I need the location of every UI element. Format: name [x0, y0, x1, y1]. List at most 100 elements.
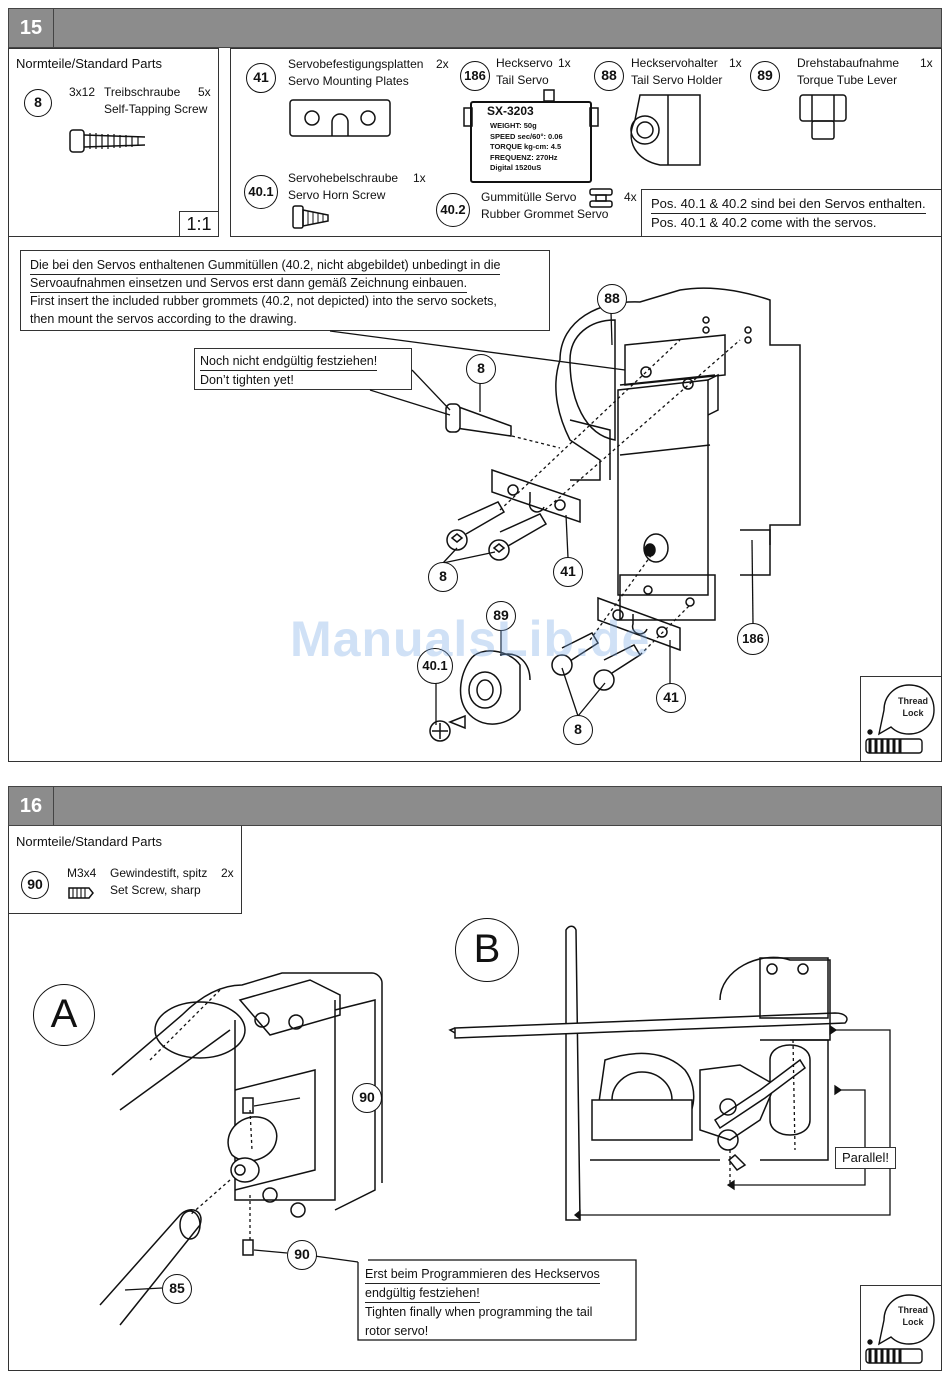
callout-186: 186 — [737, 623, 769, 655]
part-name-en: Set Screw, sharp — [110, 883, 201, 897]
program-note-en-1: Tighten finally when programming the tai… — [365, 1305, 593, 1319]
tighten-note — [194, 348, 412, 390]
servo-spec-list: WEIGHT: 50g SPEED sec/60°: 0.06 TORQUE k… — [490, 121, 563, 174]
scale-label: 1:1 — [179, 211, 219, 237]
program-note-en-2: rotor servo! — [365, 1324, 429, 1338]
set-screw-icon — [68, 887, 94, 899]
part-callout-186: 186 — [460, 61, 490, 91]
part-186-name-de: Heckservo — [496, 56, 553, 70]
tail-servo-holder-icon — [630, 94, 701, 166]
part-name-de: Treibschraube — [104, 85, 181, 99]
part-40-1-name-de: Servohebelschraube — [288, 171, 399, 185]
view-b-assembly — [448, 925, 848, 1221]
callout-40-1: 40.1 — [417, 648, 453, 684]
standard-parts-title: Normteile/Standard Parts — [16, 834, 162, 849]
servo-mounting-plate-icon — [289, 99, 391, 137]
part-89-name-en: Torque Tube Lever — [797, 73, 898, 87]
step-15-header: 15 — [8, 8, 942, 48]
parallel-label: Parallel! — [835, 1147, 896, 1169]
servo-spec: SPEED sec/60°: 0.06 — [490, 131, 563, 141]
screw-8 — [445, 403, 512, 437]
part-41-name-en: Servo Mounting Plates — [288, 74, 409, 88]
program-note-de-2: endgültig festziehen! — [365, 1284, 480, 1303]
screw-8 — [446, 501, 506, 551]
callout-8: 8 — [563, 715, 593, 745]
part-89-name-de: Drehstabaufnahme — [797, 56, 900, 70]
step-16-header: 16 — [8, 786, 942, 826]
part-40-1-qty: 1x — [413, 171, 426, 185]
thread-lock-label: Thread Lock — [897, 1305, 928, 1327]
servo-horn-screw-icon — [292, 205, 329, 229]
screw-8 — [551, 632, 600, 676]
part-186-qty: 1x — [558, 56, 571, 70]
callout-88: 88 — [597, 284, 627, 314]
part-41-qty: 2x — [436, 57, 449, 71]
part-callout-8: 8 — [24, 89, 52, 117]
tighten-note-en: Don’t tighten yet! — [200, 373, 294, 387]
view-b-label: B — [455, 918, 519, 982]
servo-spec: TORQUE kg-cm: 4.5 — [490, 142, 562, 151]
callout-41: 41 — [656, 683, 686, 713]
servo-spec: WEIGHT: 50g — [490, 121, 537, 130]
tighten-note-de: Noch nicht endgültig festziehen! — [200, 352, 378, 371]
servo-spec: Digital 1520uS — [490, 163, 542, 172]
torque-tube-lever-icon — [799, 94, 847, 140]
callout-85: 85 — [162, 1274, 192, 1304]
part-callout-89: 89 — [750, 61, 780, 91]
callout-89: 89 — [486, 601, 516, 631]
part-name-de: Gewindestift, spitz — [110, 866, 208, 880]
callout-90: 90 — [287, 1240, 317, 1270]
standard-parts-box — [8, 826, 242, 914]
torque-tube-lever — [459, 650, 531, 725]
self-tapping-screw-icon — [69, 129, 146, 153]
part-size: 3x12 — [69, 85, 96, 99]
part-qty: 5x — [198, 85, 211, 99]
grommet-note-en-2: then mount the servos according to the d… — [30, 312, 297, 326]
part-40-2-name-de: Gummitülle Servo — [481, 190, 577, 204]
screw-8 — [593, 644, 642, 691]
part-88-name-en: Tail Servo Holder — [631, 73, 723, 87]
part-40-1-name-en: Servo Horn Screw — [288, 188, 386, 202]
part-40-2-name-en: Rubber Grommet Servo — [481, 207, 609, 221]
part-186-name-en: Tail Servo — [496, 73, 549, 87]
callout-8: 8 — [466, 354, 496, 384]
included-parts-note-de: Pos. 40.1 & 40.2 sind bei den Servos ent… — [651, 195, 926, 214]
part-callout-88: 88 — [594, 61, 624, 91]
part-size: M3x4 — [67, 866, 97, 880]
screw-8 — [488, 513, 548, 561]
part-89-qty: 1x — [920, 56, 933, 70]
included-parts-note-en: Pos. 40.1 & 40.2 come with the servos. — [651, 215, 877, 230]
callout-8: 8 — [428, 562, 458, 592]
part-88-name-de: Heckservohalter — [631, 56, 718, 70]
view-a-label: A — [33, 984, 95, 1046]
step-number: 16 — [9, 787, 54, 825]
callout-90: 90 — [352, 1083, 382, 1113]
part-callout-40-1: 40.1 — [244, 175, 278, 209]
watermark: ManualsLib.de — [290, 611, 651, 667]
thread-lock-label: Thread Lock — [897, 696, 928, 718]
grommet-note-en-1: First insert the included rubber grommet… — [30, 294, 497, 308]
part-callout-40-2: 40.2 — [436, 193, 470, 227]
servo-label-box — [470, 101, 592, 183]
grommet-note-de-2: Servoaufnahmen einsetzen und Servos erst… — [30, 274, 468, 293]
part-qty: 2x — [221, 866, 234, 880]
part-name-en: Self-Tapping Screw — [104, 102, 208, 116]
tail-servo-icon — [463, 89, 599, 127]
part-callout-90: 90 — [21, 871, 49, 899]
standard-parts-title: Normteile/Standard Parts — [16, 56, 162, 71]
part-41-name-de: Servobefestigungsplatten — [288, 57, 424, 71]
servo-horn-screw — [429, 714, 466, 742]
grommet-note — [20, 250, 550, 331]
servo-model: SX-3203 — [487, 104, 534, 118]
program-note-de-1: Erst beim Programmieren des Heckservos — [365, 1265, 600, 1284]
servo-mounting-plate — [597, 596, 681, 652]
part-40-2-qty: 4x — [624, 190, 637, 204]
rubber-grommet-icon — [589, 188, 613, 208]
grommet-note-de-1: Die bei den Servos enthaltenen Gummitüll… — [30, 256, 501, 275]
servo-spec: FREQUENZ: 270Hz — [490, 152, 558, 162]
servo-holder-assembly — [555, 287, 801, 621]
